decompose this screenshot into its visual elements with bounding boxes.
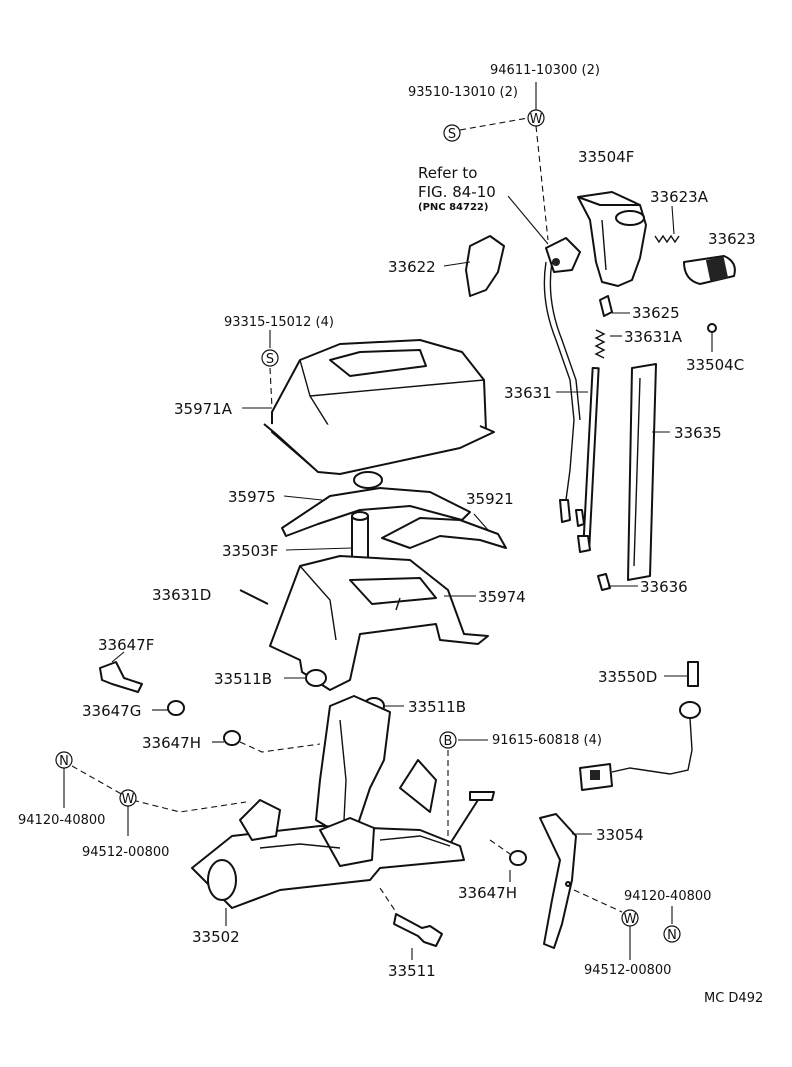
lever-33503F — [285, 511, 369, 567]
label-33054: 33054 — [596, 826, 644, 844]
screw-33504C — [707, 323, 717, 352]
clip-33636 — [597, 573, 638, 591]
panel-35921 — [381, 513, 507, 549]
cable-assembly — [507, 195, 585, 527]
fastener-symbol-b: B — [439, 731, 488, 836]
label-33511B-a: 33511B — [214, 670, 272, 688]
rod-33631 — [556, 295, 630, 553]
label-33623: 33623 — [708, 230, 756, 248]
label-33622: 33622 — [388, 258, 436, 276]
control-lever — [315, 695, 495, 851]
label-33636: 33636 — [640, 578, 688, 596]
knob-33504F — [577, 191, 647, 287]
button-33623 — [683, 255, 736, 285]
symbol-w-left-text: W — [122, 792, 135, 807]
label-33625: 33625 — [632, 304, 680, 322]
panel-35975 — [281, 471, 471, 537]
labels: 94611-10300 (2) 93510-13010 (2) 33504F 3… — [18, 63, 763, 1006]
clip-33647G — [152, 700, 185, 716]
label-33631: 33631 — [504, 384, 552, 402]
label-33647H-b: 33647H — [458, 884, 517, 902]
bracket-33054 — [539, 813, 623, 949]
bolt-33647F — [99, 651, 143, 693]
console-35971A: S — [242, 330, 495, 475]
label-33511: 33511 — [388, 962, 436, 980]
label-93510: 93510-13010 (2) — [408, 85, 518, 100]
label-35974: 35974 — [478, 588, 526, 606]
label-33647F: 33647F — [98, 636, 154, 654]
plate-33635 — [627, 363, 670, 581]
label-33503F: 33503F — [222, 542, 278, 560]
label-33631A: 33631A — [624, 328, 683, 346]
label-33647H-a: 33647H — [142, 734, 201, 752]
fastener-symbols-right: W N — [621, 906, 681, 960]
label-94512-a: 94512-00800 — [82, 845, 169, 860]
bushing-33511B-a — [284, 669, 327, 687]
switch-33550D — [579, 661, 701, 791]
symbol-n-right — [663, 925, 681, 943]
nut-33647H-b — [489, 839, 527, 882]
footer-code: MC D492 — [704, 991, 763, 1006]
symbol-s-top — [443, 124, 461, 142]
symbol-b — [439, 731, 457, 749]
bolt-33511 — [379, 887, 443, 960]
label-33647G: 33647G — [82, 702, 141, 720]
symbol-w-right-text: W — [624, 912, 637, 927]
label-33504F: 33504F — [578, 148, 634, 166]
label-refer-line1: Refer to — [418, 164, 477, 182]
spring-33623A — [654, 205, 680, 244]
label-35921: 35921 — [466, 490, 514, 508]
fastener-symbols-left: N W — [55, 751, 247, 836]
cover-33622 — [443, 235, 505, 297]
fastener-symbols-top: S W — [443, 82, 549, 241]
label-35975: 35975 — [228, 488, 276, 506]
label-94512-b: 94512-00800 — [584, 963, 671, 978]
label-33631D: 33631D — [152, 586, 211, 604]
housing-35974 — [269, 555, 489, 691]
label-33502: 33502 — [192, 928, 240, 946]
symbol-s-mid-text: S — [266, 352, 274, 367]
label-33504C: 33504C — [686, 356, 744, 374]
symbol-s-top-text: S — [448, 127, 456, 142]
label-33550D: 33550D — [598, 668, 657, 686]
bracket-base-33502 — [191, 799, 465, 926]
label-91615: 91615-60818 (4) — [492, 733, 602, 748]
label-94120-b: 94120-40800 — [624, 889, 711, 904]
label-35971A: 35971A — [174, 400, 233, 418]
pin-33631D — [239, 589, 269, 605]
symbol-w-top — [527, 109, 545, 127]
symbol-b-text: B — [444, 734, 453, 749]
label-33623A: 33623A — [650, 188, 709, 206]
symbol-n-right-text: N — [667, 928, 677, 943]
symbol-n-left-text: N — [59, 754, 69, 769]
label-33635: 33635 — [674, 424, 722, 442]
label-refer-line2: FIG. 84-10 — [418, 183, 496, 201]
label-33511B-b: 33511B — [408, 698, 466, 716]
symbol-s-mid — [261, 349, 279, 367]
nut-33647H-a — [212, 730, 321, 753]
label-93315: 93315-15012 (4) — [224, 315, 334, 330]
label-refer-line3: (PNC 84722) — [418, 202, 488, 213]
label-94120-a: 94120-40800 — [18, 813, 105, 828]
symbol-w-top-text: W — [530, 112, 543, 127]
label-94611: 94611-10300 (2) — [490, 63, 600, 78]
